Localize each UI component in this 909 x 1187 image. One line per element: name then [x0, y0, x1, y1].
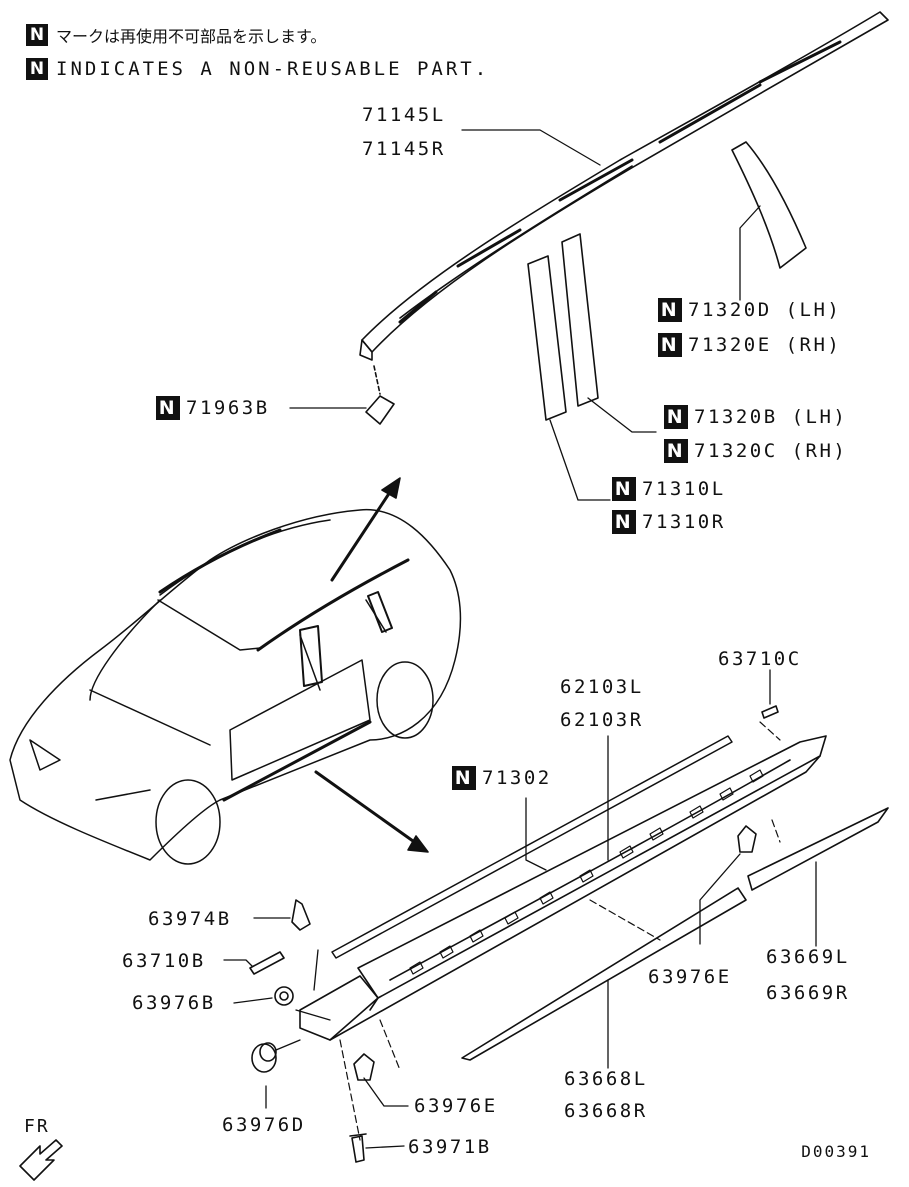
label-63976e-bottom[interactable]: 63976E	[414, 1095, 498, 1117]
label-71302[interactable]: N 71302	[452, 766, 552, 790]
label-62103r[interactable]: 62103R	[560, 709, 644, 731]
arrow-up	[330, 477, 401, 582]
part-number: 71320C (RH)	[694, 440, 848, 462]
screw-63971b	[349, 1133, 367, 1163]
non-reusable-symbol: N	[664, 405, 688, 429]
non-reusable-symbol: N	[26, 24, 48, 46]
clip-71963b	[365, 365, 395, 425]
label-71310l[interactable]: N 71310L	[612, 477, 726, 501]
roof-rail-molding	[359, 11, 889, 361]
label-63668r[interactable]: 63668R	[564, 1100, 648, 1122]
part-number: 71963B	[186, 397, 270, 419]
legend-en-text: INDICATES A NON-REUSABLE PART.	[56, 58, 490, 80]
non-reusable-symbol: N	[156, 396, 180, 420]
clip-63976e-bottom	[353, 1053, 375, 1081]
non-reusable-symbol: N	[612, 477, 636, 501]
label-63710b[interactable]: 63710B	[122, 950, 206, 972]
label-63976d[interactable]: 63976D	[222, 1114, 306, 1136]
vehicle-outline	[9, 509, 462, 865]
label-63974b[interactable]: 63974B	[148, 908, 232, 930]
clip-63976e-right	[737, 825, 757, 853]
non-reusable-symbol: N	[612, 510, 636, 534]
label-71320c[interactable]: N 71320C (RH)	[664, 439, 847, 463]
non-reusable-symbol: N	[664, 439, 688, 463]
part-number: 71320E (RH)	[688, 334, 842, 356]
side-sill-garnish	[299, 735, 827, 1041]
label-71320e[interactable]: N 71320E (RH)	[658, 333, 841, 357]
front-direction-arrow	[19, 1139, 63, 1181]
sill-weatherstrip	[331, 735, 733, 959]
label-63976b[interactable]: 63976B	[132, 992, 216, 1014]
clip-63710c	[761, 705, 779, 719]
legend-en-row: N INDICATES A NON-REUSABLE PART.	[26, 58, 489, 80]
clip-63976b	[274, 986, 294, 1006]
non-reusable-symbol: N	[658, 333, 682, 357]
clip-63710b	[249, 951, 285, 975]
part-number: 71310R	[642, 511, 726, 533]
diagram-code: D00391	[801, 1142, 871, 1161]
label-63669r[interactable]: 63669R	[766, 982, 850, 1004]
part-number: 71302	[482, 767, 552, 789]
part-number: 71310L	[642, 478, 726, 500]
label-71310r[interactable]: N 71310R	[612, 510, 726, 534]
upper-sill-molding	[747, 807, 889, 891]
front-direction-label: FR	[24, 1116, 50, 1137]
label-62103l[interactable]: 62103L	[560, 676, 644, 698]
label-63710c[interactable]: 63710C	[718, 648, 802, 670]
arrow-down	[314, 770, 429, 853]
clip-63976d	[251, 1042, 277, 1073]
center-pillar-garnish	[561, 233, 599, 407]
label-71320b[interactable]: N 71320B (LH)	[664, 405, 847, 429]
label-71963b[interactable]: N 71963B	[156, 396, 270, 420]
label-63669l[interactable]: 63669L	[766, 946, 850, 968]
rear-pillar-garnish	[731, 141, 807, 269]
clip-63974b	[291, 899, 311, 931]
non-reusable-symbol: N	[452, 766, 476, 790]
legend-jp-text: マークは再使用不可部品を示します。	[56, 27, 327, 46]
label-71145r[interactable]: 71145R	[362, 138, 446, 160]
non-reusable-symbol: N	[26, 58, 48, 80]
label-63976e-right[interactable]: 63976E	[648, 966, 732, 988]
label-63668l[interactable]: 63668L	[564, 1068, 648, 1090]
label-71145l[interactable]: 71145L	[362, 104, 446, 126]
legend-jp-row: N マークは再使用不可部品を示します。	[26, 23, 326, 47]
lower-sill-molding	[461, 887, 747, 1061]
label-71320d[interactable]: N 71320D (LH)	[658, 298, 841, 322]
part-number: 71320B (LH)	[694, 406, 848, 428]
label-63971b[interactable]: 63971B	[408, 1136, 492, 1158]
front-pillar-garnish	[527, 255, 567, 421]
part-number: 71320D (LH)	[688, 299, 842, 321]
non-reusable-symbol: N	[658, 298, 682, 322]
